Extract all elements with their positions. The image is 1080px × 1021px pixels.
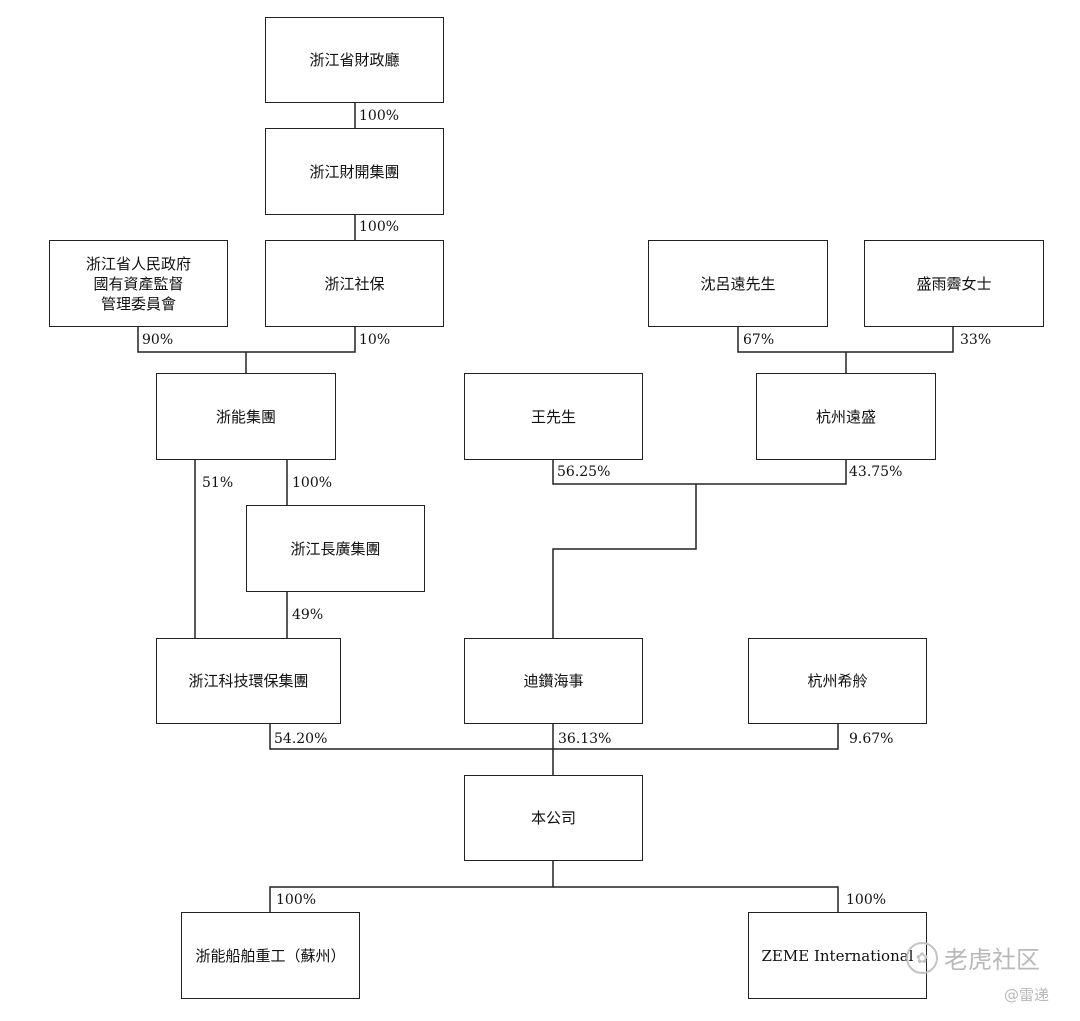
node-mr-shen: 沈呂遠先生 <box>648 240 828 327</box>
node-zj-sasac: 浙江省人民政府 國有資產監督 管理委員會 <box>49 240 228 327</box>
node-ms-sheng: 盛雨霽女士 <box>864 240 1044 327</box>
pct-sheng-to-yuansheng: 33% <box>960 332 992 348</box>
pct-wang-to-dizuan: 56.25% <box>557 464 611 480</box>
pct-zheneng-to-tech: 51% <box>202 475 234 491</box>
node-zheneng-group: 浙能集團 <box>156 373 336 460</box>
pct-dizuan-to-company: 36.13% <box>558 731 612 747</box>
node-hz-yuansheng: 杭州遠盛 <box>756 373 936 460</box>
node-zheneng-ship: 浙能船舶重工（蘇州） <box>181 912 360 999</box>
node-zj-finance-dept: 浙江省財政廳 <box>265 17 444 103</box>
pct-finance-to-findev: 100% <box>359 108 400 124</box>
watermark-sub: @雷递 <box>1004 986 1050 1004</box>
watermark-main-text: 老虎社区 <box>944 946 1040 974</box>
pct-sasac-to-zheneng: 90% <box>142 332 174 348</box>
node-company: 本公司 <box>464 775 643 861</box>
pct-changguang-to-tech: 49% <box>292 607 324 623</box>
pct-social-to-zheneng: 10% <box>359 332 391 348</box>
pct-findev-to-social: 100% <box>359 219 400 235</box>
pct-zheneng-to-changguang: 100% <box>292 475 333 491</box>
watermark-main: ✿ 老虎社区 <box>906 940 1040 975</box>
pct-shen-to-yuansheng: 67% <box>743 332 775 348</box>
tiger-paw-icon: ✿ <box>906 941 938 974</box>
pct-company-to-ship: 100% <box>276 892 317 908</box>
line-wang-yuansheng-bracket <box>552 460 847 485</box>
node-zj-tech-env: 浙江科技環保集團 <box>156 638 341 724</box>
pct-tech-to-company: 54.20% <box>274 731 328 747</box>
node-zj-changguang: 浙江長廣集團 <box>246 505 425 592</box>
line-merge-to-dizuan <box>552 484 697 638</box>
line-company-to-subs <box>269 861 554 912</box>
node-dizuan-marine: 迪鑽海事 <box>464 638 643 724</box>
pct-yuansheng-to-dizuan: 43.75% <box>849 464 903 480</box>
pct-xiling-to-company: 9.67% <box>849 731 894 747</box>
line-company-to-zeme <box>553 886 839 912</box>
pct-company-to-zeme: 100% <box>846 892 887 908</box>
node-mr-wang: 王先生 <box>464 373 643 460</box>
node-zj-social-security: 浙江社保 <box>265 240 444 327</box>
node-zeme: ZEME International <box>748 912 927 999</box>
line-owners-bracket <box>269 724 839 750</box>
node-zj-fin-dev-group: 浙江財開集團 <box>265 128 444 215</box>
node-hz-xiling: 杭州希舲 <box>748 638 927 724</box>
